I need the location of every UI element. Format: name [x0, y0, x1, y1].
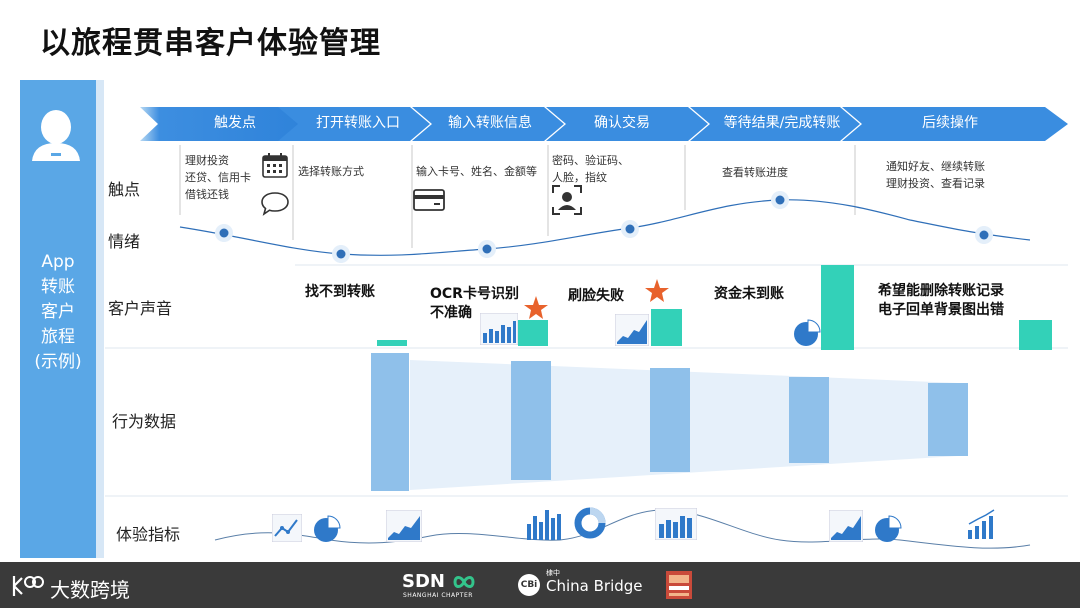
voice-text-1: 找不到转账 — [305, 284, 375, 300]
stage-arrow-3 — [412, 107, 564, 141]
bar-chart-thumbnail — [655, 508, 697, 540]
stage-arrow-4 — [546, 107, 708, 141]
line-chart-thumbnail — [272, 514, 302, 542]
area-chart-thumbnail — [829, 510, 863, 542]
funnel-bar — [511, 361, 551, 480]
voice-volume-bar — [821, 265, 854, 350]
sidebar-edge — [96, 80, 104, 558]
touchpoint-text-3: 输入卡号、姓名、金额等 — [416, 165, 537, 178]
emotion-dot — [215, 224, 233, 242]
stage-label-3: 输入转账信息 — [448, 115, 532, 131]
footer — [0, 562, 1080, 608]
voice-text-4: 资金未到账 — [714, 286, 784, 302]
brand-logo-icon — [12, 576, 44, 596]
voice-volume-bar — [377, 340, 407, 346]
bar-chart-thumbnail — [480, 313, 518, 345]
stage-label-5: 等待结果/完成转账 — [723, 115, 841, 131]
infinity-icon — [453, 576, 475, 588]
cbi-badge: CBi — [518, 574, 540, 596]
face-scan-icon — [552, 185, 582, 215]
bar-chart-thumbnail — [527, 510, 561, 540]
touchpoint-text-5: 查看转账进度 — [722, 166, 788, 179]
stage-label-1: 触发点 — [214, 115, 256, 131]
stage-arrows — [140, 107, 1068, 141]
stage-arrow-2 — [278, 107, 430, 141]
china-bridge-text: China Bridge — [546, 577, 643, 595]
row-label-metrics: 体验指标 — [116, 525, 181, 544]
design-logo-icon — [666, 571, 692, 599]
funnel-bar — [789, 377, 829, 463]
emotion-dot — [621, 220, 639, 238]
touchpoint-text-6: 通知好友、继续转账 理财投资、查看记录 — [886, 160, 985, 190]
voice-text-5: 希望能删除转账记录 电子回单背景图出错 — [878, 283, 1004, 318]
calendar-icon — [262, 153, 288, 178]
pie-chart-thumbnail — [875, 515, 902, 542]
emotion-dot — [975, 226, 993, 244]
voice-volume-bar — [1019, 320, 1052, 350]
star-icon — [524, 296, 548, 319]
emotion-dot — [771, 191, 789, 209]
funnel-bar — [650, 368, 690, 472]
stage-label-4: 确认交易 — [594, 115, 650, 131]
stage-label-6: 后续操作 — [922, 115, 978, 131]
area-chart-thumbnail — [386, 510, 422, 542]
area-chart-thumbnail — [615, 314, 649, 346]
donut-chart-thumbnail — [574, 507, 606, 539]
touchpoint-text-2: 选择转账方式 — [298, 165, 364, 178]
stage-label-2: 打开转账入口 — [316, 115, 400, 131]
credit-card-icon — [413, 189, 445, 211]
touchpoint-text-4: 密码、验证码、 人脸，指纹 — [552, 154, 629, 184]
row-label-emotion: 情绪 — [108, 232, 141, 251]
footer-brand-text: 大数跨境 — [50, 578, 130, 602]
voice-volume-bar — [651, 309, 682, 346]
voice-volume-bar — [518, 320, 548, 346]
pie-chart-thumbnail — [794, 319, 821, 346]
emotion-dot — [332, 245, 350, 263]
emotion-dot — [478, 240, 496, 258]
funnel-bar — [928, 383, 968, 456]
page-title: 以旅程贯串客户体验管理 — [40, 26, 381, 61]
rising-bar-chart-thumbnail — [968, 509, 995, 539]
chat-bubble-icon — [261, 192, 289, 216]
voice-text-3: 刷脸失败 — [568, 288, 624, 304]
voice-text-2: OCR卡号识别 不准确 — [430, 286, 519, 321]
sdn-subtitle: SHANGHAI CHAPTER — [403, 592, 473, 599]
emotion-curve — [179, 199, 1031, 256]
touchpoint-text-1: 理财投资 还贷、信用卡 借钱还钱 — [185, 154, 251, 201]
row-label-touchpoint: 触点 — [108, 180, 141, 199]
cbi-small-text: 棣中 — [546, 569, 560, 577]
sidebar-label: App 转账 客户 旅程 (示例) — [34, 252, 82, 372]
sdn-logo-text: SDN — [402, 571, 445, 592]
row-label-behavior: 行为数据 — [112, 412, 177, 431]
diagram-lines — [105, 145, 1068, 549]
row-label-voice: 客户声音 — [108, 299, 173, 318]
stage-arrow-1 — [140, 107, 300, 141]
funnel-bar — [371, 353, 409, 491]
stage-arrow-6 — [842, 107, 1068, 141]
stage-arrow-5 — [690, 107, 860, 141]
star-icon — [645, 279, 669, 302]
user-icon — [32, 110, 80, 161]
pie-chart-thumbnail — [314, 515, 341, 542]
